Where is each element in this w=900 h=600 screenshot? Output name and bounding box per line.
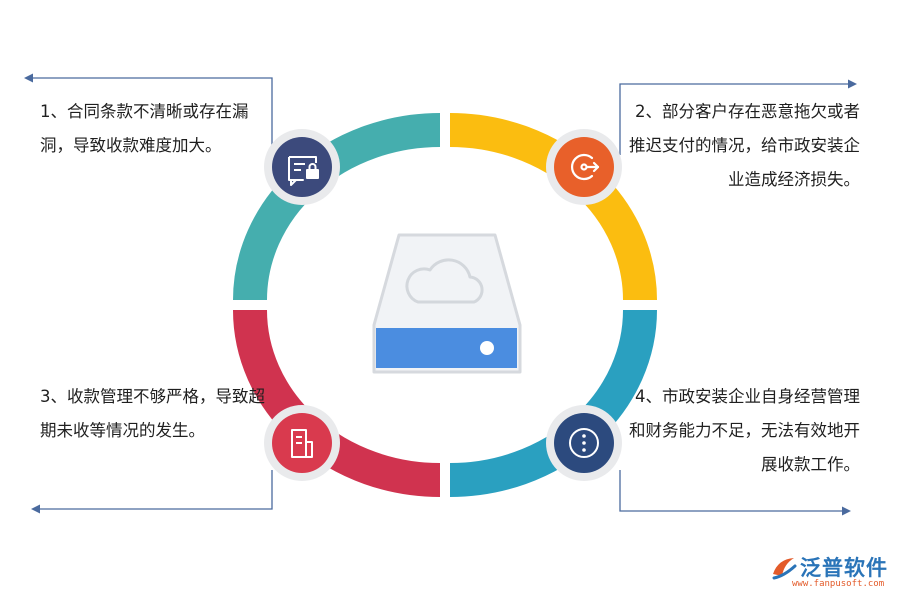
arrowhead-3	[31, 504, 40, 514]
message-lock-icon	[288, 156, 319, 186]
brand-url: www.fanpusoft.com	[792, 579, 885, 589]
note-3: 3、收款管理不够严格，导致超期未收等情况的发生。	[40, 387, 265, 440]
arrowhead-2	[848, 79, 857, 89]
badge-document	[264, 405, 340, 481]
note-1: 1、合同条款不清晰或存在漏洞，导致收款难度加大。	[40, 102, 249, 155]
brand-logo-block: 泛普软件 www.fanpusoft.com	[770, 552, 895, 598]
connector-line-1	[28, 77, 273, 155]
circle-arrow-icon	[570, 153, 600, 181]
connector-line-4	[619, 470, 846, 512]
note-2: 2、部分客户存在恶意拖欠或者推迟支付的情况，给市政安装企业造成经济损失。	[629, 102, 860, 189]
brand-logo-icon	[772, 558, 797, 580]
brand-name: 泛普软件	[800, 556, 888, 580]
cloud-server-icon	[372, 233, 522, 374]
badge-more-dots	[546, 405, 622, 481]
badge-message-lock	[264, 129, 340, 205]
more-dots-icon	[569, 428, 599, 458]
document-icon	[291, 429, 313, 458]
badge-circle-arrow	[546, 129, 622, 205]
arrowhead-4	[842, 506, 851, 516]
arrowhead-1	[24, 73, 33, 83]
connector-line-3	[36, 470, 273, 510]
note-4: 4、市政安装企业自身经营管理和财务能力不足，无法有效地开展收款工作。	[629, 387, 860, 474]
connector-line-2	[619, 83, 852, 155]
